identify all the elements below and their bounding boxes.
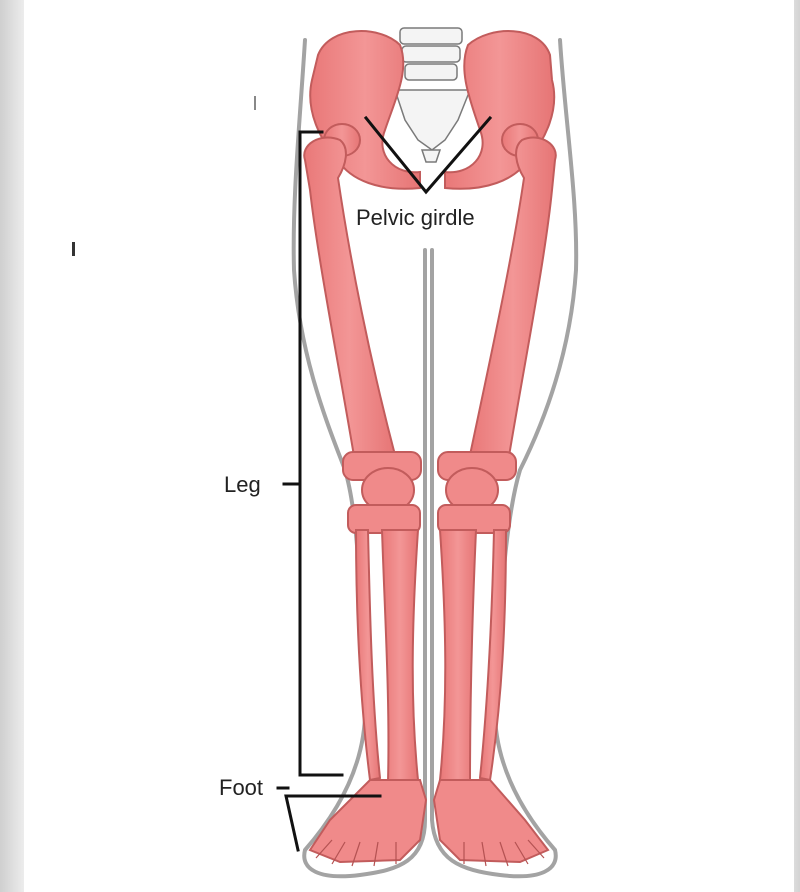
right-tibia <box>440 530 476 782</box>
pelvic-girdle-label: Pelvic girdle <box>356 205 475 231</box>
left-tibia <box>382 530 418 782</box>
knees <box>343 452 516 533</box>
stray-mark <box>72 242 75 256</box>
left-fibula <box>356 530 380 780</box>
leg-label: Leg <box>224 472 261 498</box>
foot-label: Foot <box>219 775 263 801</box>
vertebrae <box>395 28 470 162</box>
stray-mark <box>254 96 256 110</box>
right-fibula <box>480 530 506 780</box>
